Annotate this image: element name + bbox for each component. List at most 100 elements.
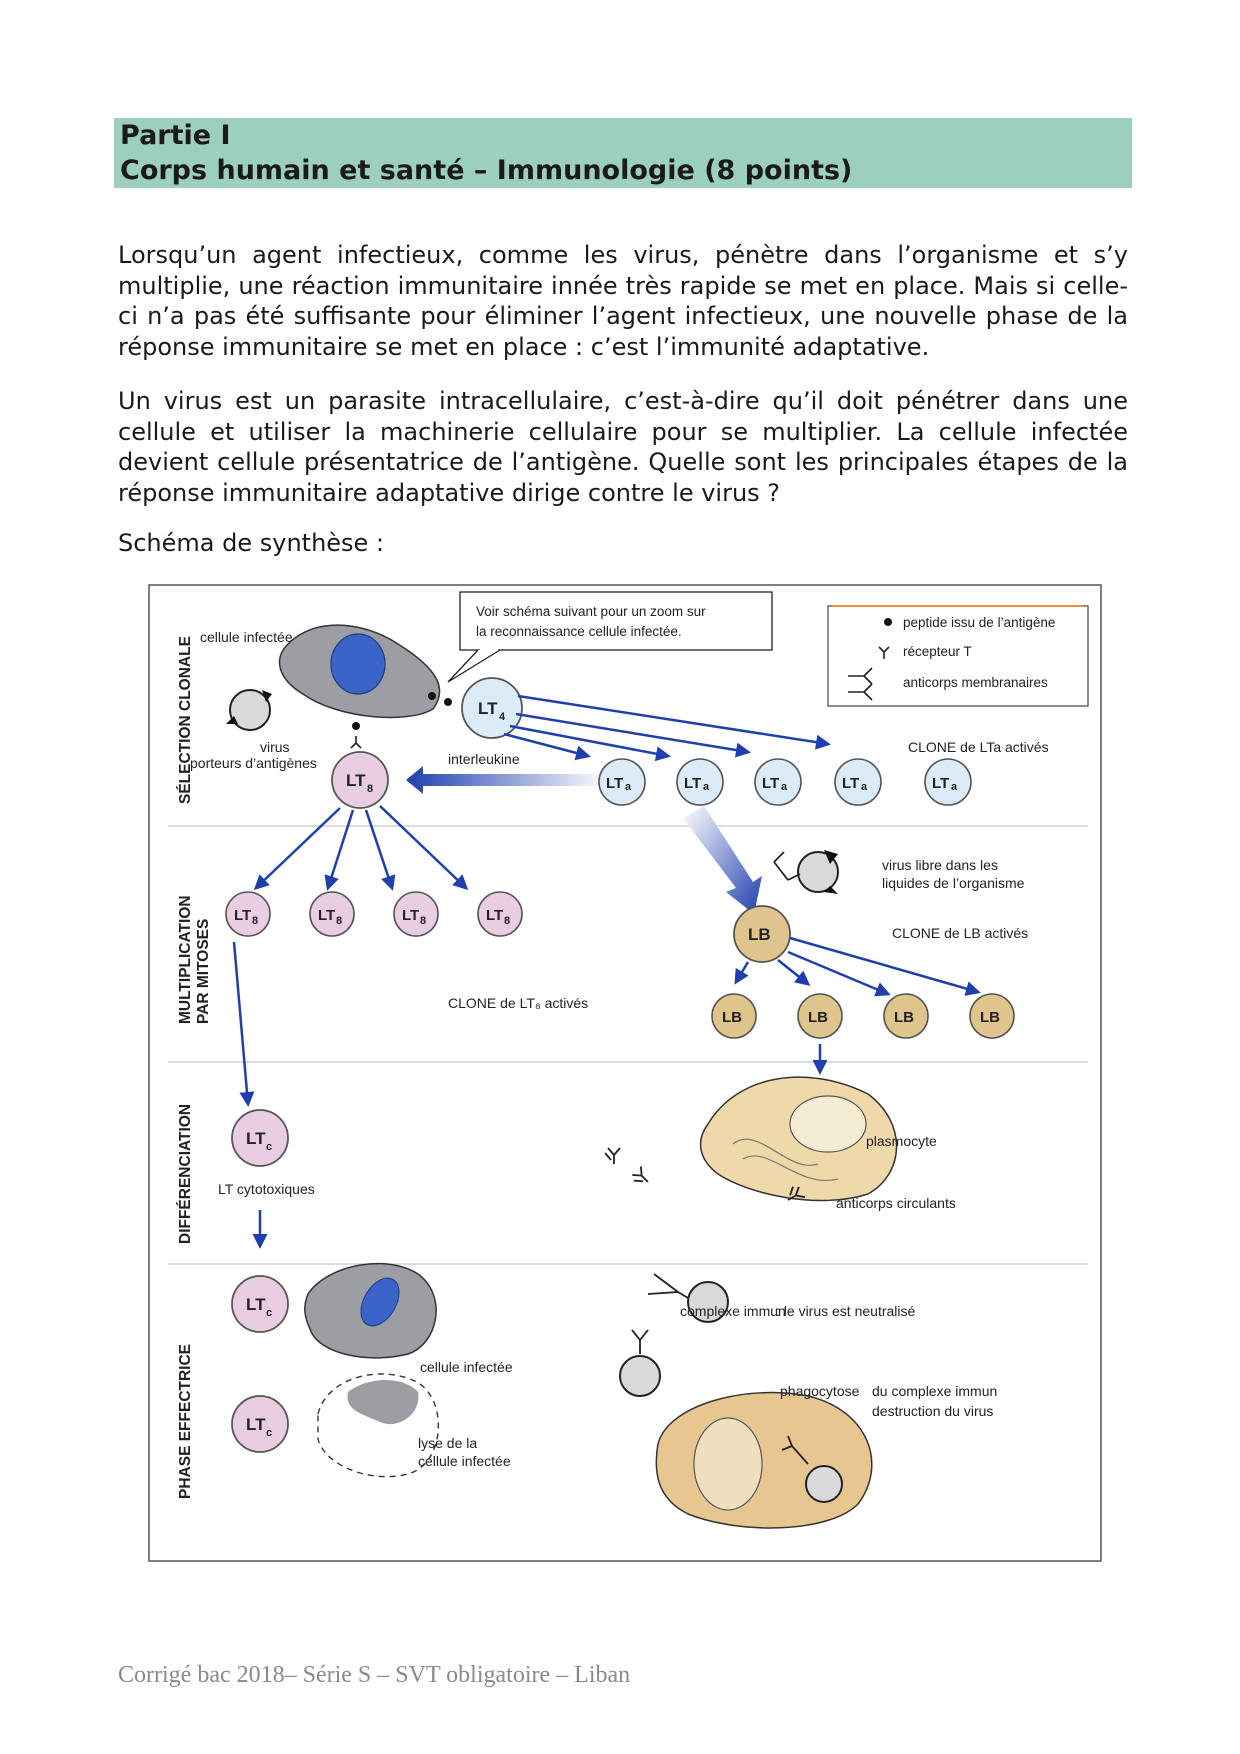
svg-text:LT: LT [234,907,251,924]
svg-text:LT: LT [486,907,503,924]
ltc-effector-cell [231,1275,289,1333]
legend-anticorps: anticorps membranaires [903,675,1048,690]
svg-text:LT: LT [684,775,701,792]
svg-text:8: 8 [504,915,510,927]
lb-clone-cell: LB [711,993,757,1039]
immune-complex-virus [619,1355,661,1397]
lt8-clone-cell: LT 8 [309,891,355,937]
svg-text:a: a [781,781,788,793]
label-phago-complexe: du complexe immun [872,1383,997,1399]
heading-part: Partie I [120,120,231,151]
phagocytosed-virus [805,1465,843,1503]
question-paragraph: Un virus est un parasite intracellulaire… [118,387,1128,507]
label-clone-lta: CLONE de LTa activés [908,739,1049,755]
heading-title: Corps humain et santé – Immunologie (8 p… [120,155,853,186]
ltc-sub: c [266,1141,272,1153]
lt8-cell [331,751,389,809]
callout-line2: la reconnaissance cellule infectée. [476,624,682,639]
immune-complex-virus [687,1281,729,1323]
svg-text:LT: LT [606,775,623,792]
svg-text:LB: LB [722,1009,742,1026]
svg-text:8: 8 [252,915,258,927]
virus-icon [229,689,271,731]
lb-clone-cell: LB [797,993,843,1039]
svg-text:LT: LT [402,907,419,924]
svg-text:c: c [266,1307,272,1319]
svg-text:LT: LT [246,1415,266,1434]
lt8-clone-cell: LT 8 [477,891,523,937]
label-virus-libre-1: virus libre dans les [882,857,998,873]
svg-text:LB: LB [808,1009,828,1026]
legend-recepteur: récepteur T [903,644,972,659]
lysed-cell [317,1373,440,1478]
ltc-lysis-cell [231,1395,289,1453]
lt8-label: LT [346,771,366,790]
lb-label: LB [748,925,771,944]
label-virus-porteurs: porteurs d’antigènes [190,755,317,771]
lt4-sub: 4 [499,711,506,723]
phagocyte-cell [655,1391,873,1529]
activation-arrow [683,806,762,914]
peptide-icon [884,618,892,626]
callout-box [459,591,773,651]
lb-clone-cell: LB [883,993,929,1039]
svg-text:a: a [951,781,958,793]
svg-text:8: 8 [336,915,342,927]
label-virus: virus [260,739,290,755]
synthesis-diagram: SÉLECTION CLONALE MULTIPLICATION PAR MIT… [148,584,1102,1562]
lb-clone-cell: LB [969,993,1015,1039]
svg-text:a: a [703,781,710,793]
lb-cell [733,905,791,963]
label-lyse-2: cellule infectée [418,1453,511,1469]
svg-text:LB: LB [894,1009,914,1026]
lta-cell: LT a [598,758,646,806]
free-virus-icon [797,851,839,893]
lt8-clone-cell: LT 8 [225,891,271,937]
svg-text:LB: LB [980,1009,1000,1026]
label-lyse-1: lyse de la [418,1435,477,1451]
label-anticorps-circulants: anticorps circulants [836,1195,956,1211]
svg-text:LT: LT [842,775,859,792]
label-clone-lb: CLONE de LB activés [892,925,1028,941]
ltc-cell [231,1109,289,1167]
section-title-effectrice: PHASE EFFECTRICE [177,1344,194,1499]
svg-text:LT: LT [932,775,949,792]
legend-peptide: peptide issu de l’antigène [903,615,1055,630]
callout-line1: Voir schéma suivant pour un zoom sur [476,604,706,619]
label-virus-libre-2: liquides de l’organisme [882,875,1025,891]
section-title-multiplication: MULTIPLICATION [177,895,194,1024]
ltc-label: LT [246,1129,266,1148]
section-title-mitoses: PAR MITOSES [195,919,212,1024]
lt8-sub: 8 [367,783,373,795]
label-cellule-infectee: cellule infectée [200,629,293,645]
label-destruction: destruction du virus [872,1403,993,1419]
lta-cell: LT a [924,758,972,806]
label-lt-cytotoxiques: LT cytotoxiques [218,1181,315,1197]
section-heading: Partie I Corps humain et santé – Immunol… [114,118,1132,188]
page-footer: Corrigé bac 2018– Série S – SVT obligato… [118,1662,631,1688]
svg-text:LT: LT [318,907,335,924]
label-clone-lt8: CLONE de LT₈ activés [448,995,588,1011]
membrane-antibody-icon [848,667,873,701]
svg-text:a: a [625,781,632,793]
intro-paragraph: Lorsqu’un agent infectieux, comme les vi… [118,241,1128,361]
label-cellule-infectee-2: cellule infectée [420,1359,513,1375]
svg-text:c: c [266,1427,272,1439]
lt4-label: LT [478,699,498,718]
interleukine-arrow [406,766,608,794]
label-neutralise: : le virus est neutralisé [776,1303,915,1319]
section-title-selection: SÉLECTION CLONALE [177,636,194,804]
lta-cell: LT a [834,758,882,806]
label-plasmocyte: plasmocyte [866,1133,937,1149]
lta-cell: LT a [754,758,802,806]
label-complexe-immun: complexe immun [680,1303,786,1319]
legend-box [827,605,1089,707]
label-phagocytose: phagocytose [780,1383,860,1399]
svg-text:8: 8 [420,915,426,927]
lt4-cell [461,677,523,739]
lt8-clone-cell: LT 8 [393,891,439,937]
svg-text:a: a [861,781,868,793]
section-title-differenciation: DIFFÉRENCIATION [177,1104,194,1244]
label-interleukine: interleukine [448,751,520,767]
schema-intro: Schéma de synthèse : [118,529,385,557]
